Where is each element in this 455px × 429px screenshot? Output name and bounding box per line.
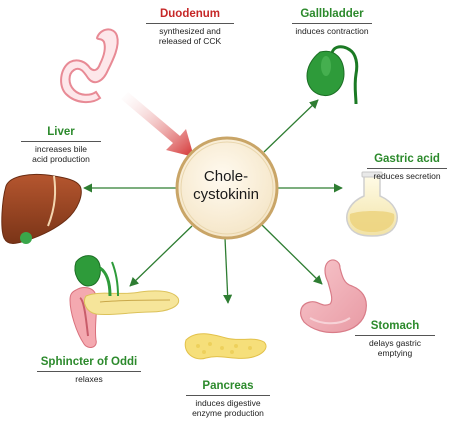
arrow-to-pancreas [223, 237, 233, 304]
arrow-to-stomach [261, 224, 323, 285]
gastric-acid-title: Gastric acid [374, 153, 440, 165]
duodenum-arrow [121, 92, 194, 157]
sphincter-title: Sphincter of Oddi [40, 356, 138, 368]
stomach-rule [355, 335, 435, 336]
stomach-icon [300, 259, 367, 334]
cck-label-line2: cystokinin [193, 186, 259, 203]
liver-label: Liver increases bile acid production [14, 126, 108, 164]
gallbladder-desc-1: induces contraction [295, 26, 369, 36]
gallbladder-rule [292, 23, 372, 24]
duodenum-rule [146, 23, 234, 24]
pancreas-label: Pancreas induces digestive enzyme produc… [180, 380, 276, 418]
liver-title: Liver [47, 126, 75, 138]
gallbladder-title: Gallbladder [300, 8, 364, 20]
gastric-acid-label: Gastric acid reduces secretion [364, 153, 450, 181]
pancreas-title: Pancreas [202, 380, 254, 392]
duodenum-label: Duodenum synthesized and released of CCK [140, 8, 240, 46]
cck-hormone-circle [175, 136, 279, 240]
cck-label-line1: Chole- [203, 168, 249, 185]
stomach-label: Stomach delays gastric emptying [350, 320, 440, 358]
sphincter-desc-1: relaxes [75, 374, 103, 384]
liver-rule [21, 141, 101, 142]
arrow-to-sphincter [129, 225, 193, 287]
effect-arrows [83, 99, 343, 304]
cck-label: Chole- cystokinin [176, 168, 276, 204]
duodenum-desc-1: synthesized and [159, 26, 221, 36]
pancreas-rule [186, 395, 270, 396]
duodenum-icon [60, 28, 119, 104]
pancreas-desc-2: enzyme production [192, 408, 264, 418]
stomach-desc-2: emptying [377, 348, 413, 358]
stomach-desc-1: delays gastric [369, 338, 421, 348]
stomach-title: Stomach [370, 320, 420, 332]
gastric-acid-rule [367, 168, 447, 169]
sphincter-rule [37, 371, 141, 372]
duodenum-desc-2: released of CCK [158, 36, 222, 46]
liver-icon [1, 173, 82, 244]
gallbladder-label: Gallbladder induces contraction [282, 8, 382, 36]
liver-desc-1: increases bile [35, 144, 87, 154]
gastric-acid-flask-icon [346, 171, 398, 237]
duodenum-title: Duodenum [159, 8, 221, 20]
sphincter-label: Sphincter of Oddi relaxes [30, 356, 148, 384]
sphincter-of-oddi-icon [69, 255, 180, 348]
arrow-to-gallbladder [263, 99, 319, 153]
gallbladder-icon [306, 45, 359, 105]
gastric-acid-desc-1: reduces secretion [373, 171, 441, 181]
pancreas-icon [184, 333, 267, 360]
liver-desc-2: acid production [32, 154, 90, 164]
pancreas-desc-1: induces digestive [195, 398, 261, 408]
